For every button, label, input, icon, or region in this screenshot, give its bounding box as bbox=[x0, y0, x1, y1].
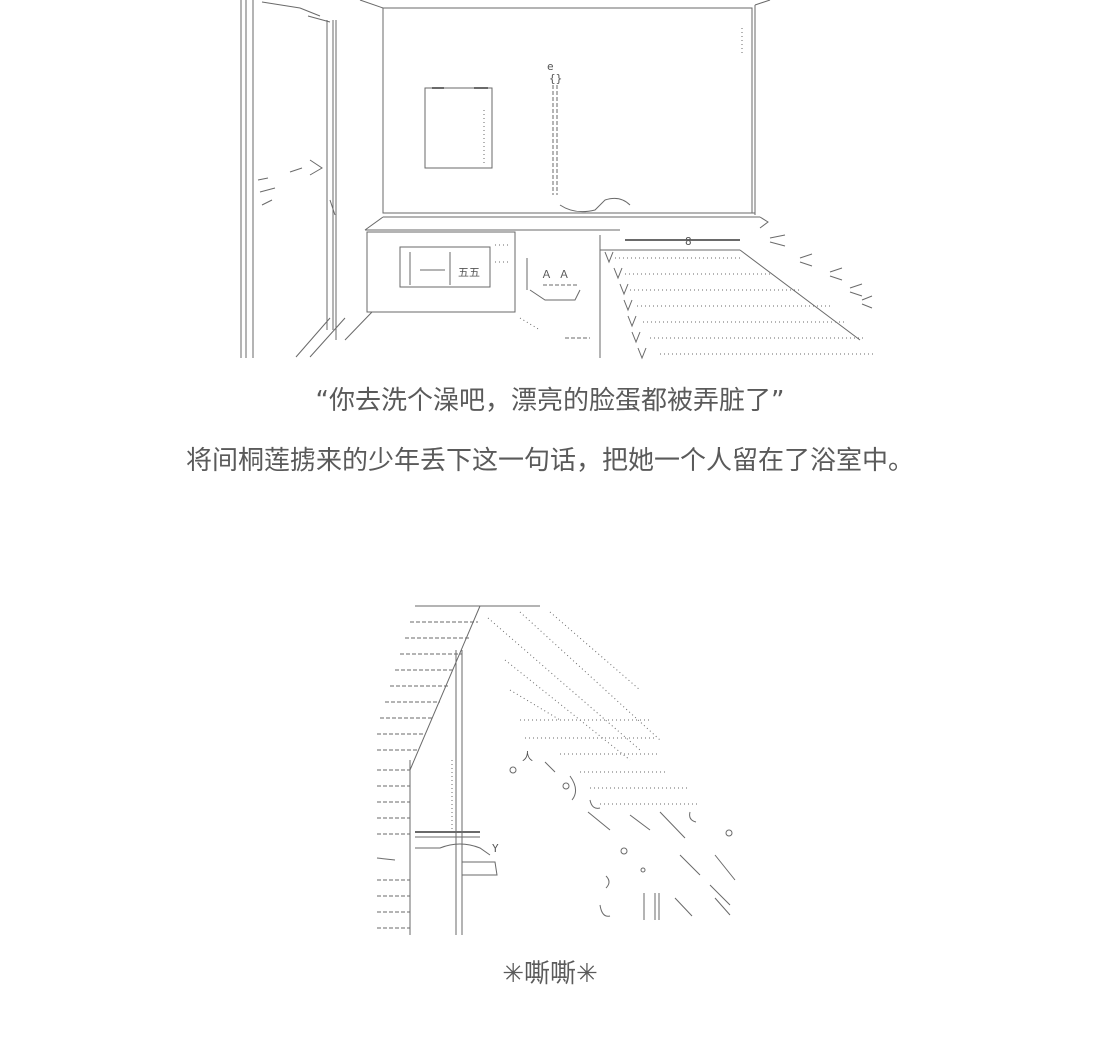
dialogue-text: “你去洗个澡吧，漂亮的脸蛋都被弄脏了” bbox=[315, 386, 785, 416]
figure-glyph: 人 bbox=[522, 750, 533, 763]
mirror-stem-glyph: {} bbox=[549, 72, 562, 85]
tub-marker-glyph: 8 bbox=[685, 235, 692, 248]
cabinet-panel-glyph: 五五 bbox=[458, 266, 480, 279]
face-marks-glyph: Ａ Ａ bbox=[541, 268, 570, 281]
faucet-glyph: Y bbox=[492, 842, 499, 855]
narration-text: 将间桐莲掳来的少年丢下这一句话，把她一个人留在了浴室中。 bbox=[185, 446, 914, 476]
mirror-top-glyph: e bbox=[547, 60, 554, 73]
bathroom-ascii-art: e {} 五五 Ａ Ａ 8 bbox=[240, 0, 875, 360]
sound-effect-text: ✳嘶嘶✳ bbox=[502, 959, 598, 989]
